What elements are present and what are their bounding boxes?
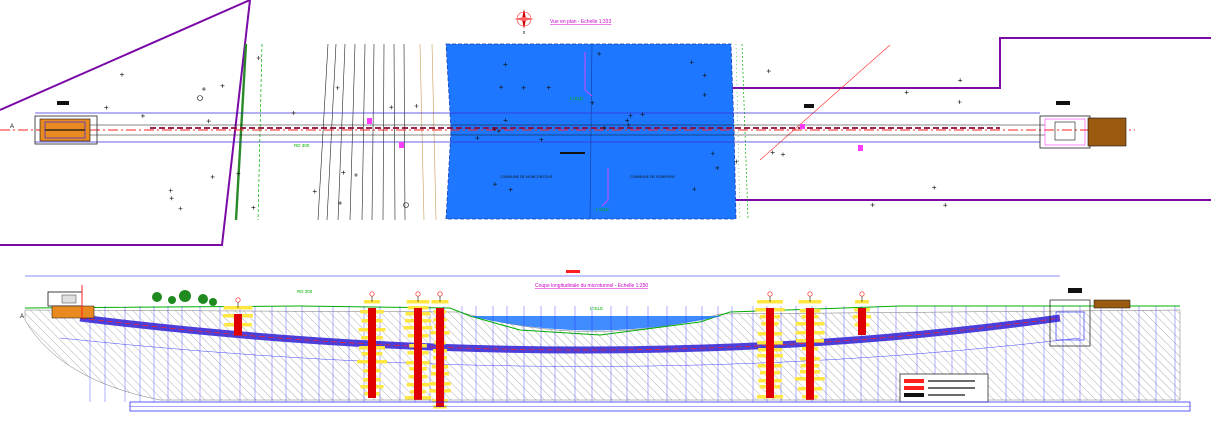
plan-river-label-upper: L'ISLE bbox=[570, 96, 583, 101]
survey-cross bbox=[602, 125, 607, 130]
exit-pit-plan bbox=[1039, 115, 1127, 149]
borehole bbox=[795, 291, 825, 400]
survey-cross bbox=[766, 69, 771, 74]
survey-cross bbox=[710, 151, 715, 156]
profile-section-marker: A bbox=[20, 314, 24, 320]
road-lines bbox=[317, 43, 437, 221]
survey-cross bbox=[353, 173, 358, 178]
survey-cross bbox=[389, 105, 394, 110]
diagonal-red-line bbox=[759, 44, 891, 161]
survey-cross bbox=[546, 85, 551, 90]
profile-title: Coupe longitudinale du microtunnel - Ech… bbox=[535, 283, 648, 289]
plan-section-marker: A bbox=[10, 124, 14, 130]
survey-cross bbox=[414, 104, 419, 109]
tree-icon bbox=[152, 290, 217, 306]
survey-cross bbox=[475, 136, 480, 141]
survey-cross bbox=[932, 185, 937, 190]
borehole bbox=[357, 291, 387, 398]
survey-cross bbox=[521, 85, 526, 90]
survey-cross bbox=[539, 137, 544, 142]
entry-pit-profile bbox=[47, 285, 95, 319]
bank-right-label: COMMUNE DE POMPIGNY bbox=[630, 175, 676, 179]
survey-cross bbox=[119, 72, 124, 77]
plan-title: Vue en plan - Echelle 1:333 bbox=[550, 19, 611, 25]
survey-cross bbox=[692, 187, 697, 192]
survey-cross bbox=[597, 51, 602, 56]
survey-cross bbox=[338, 201, 343, 206]
profile-road-label: RD 300 bbox=[297, 289, 313, 294]
survey-cross bbox=[689, 60, 694, 65]
survey-cross bbox=[958, 78, 963, 83]
plan-annotations bbox=[57, 95, 1070, 208]
survey-cross bbox=[169, 196, 174, 201]
survey-cross bbox=[210, 174, 215, 179]
survey-cross bbox=[781, 152, 786, 157]
bank-left-label: COMMUNE DE MONCONTOUR bbox=[500, 175, 553, 179]
survey-cross bbox=[702, 92, 707, 97]
green-bank bbox=[234, 43, 749, 221]
pipeline-plan bbox=[0, 112, 1135, 143]
plan-road-label: RD 300 bbox=[294, 143, 310, 148]
profile-river-label: L'ISLE bbox=[590, 306, 603, 311]
survey-cross bbox=[168, 188, 173, 193]
profile-scale-band bbox=[129, 401, 1191, 412]
survey-cross bbox=[943, 203, 948, 208]
survey-cross bbox=[220, 83, 225, 88]
survey-marks bbox=[104, 51, 963, 211]
entry-pit-plan bbox=[34, 115, 98, 145]
survey-cross bbox=[957, 99, 962, 104]
survey-cross bbox=[628, 113, 633, 118]
survey-cross bbox=[341, 170, 346, 175]
legend-box bbox=[899, 373, 989, 403]
survey-cross bbox=[201, 87, 206, 92]
river-profile bbox=[470, 316, 722, 331]
borehole bbox=[755, 291, 785, 399]
survey-cross bbox=[770, 150, 775, 155]
survey-cross bbox=[626, 123, 631, 128]
borehole bbox=[403, 291, 433, 400]
survey-cross bbox=[256, 56, 261, 61]
survey-cross bbox=[236, 171, 241, 176]
plan-view: x Vue en plan - Echelle 1:333 A RD 300 L… bbox=[0, 0, 1211, 246]
survey-cross bbox=[140, 113, 145, 118]
survey-cross bbox=[335, 85, 340, 90]
flow-arrow-lower bbox=[601, 168, 609, 207]
borehole bbox=[429, 291, 451, 409]
survey-cross bbox=[715, 165, 720, 170]
survey-cross bbox=[312, 189, 317, 194]
survey-cross bbox=[734, 159, 739, 164]
north-arrow-icon: x bbox=[514, 9, 534, 36]
profile-view: Coupe longitudinale du microtunnel - Ech… bbox=[20, 270, 1191, 412]
survey-cross bbox=[206, 119, 211, 124]
survey-cross bbox=[702, 73, 707, 78]
svg-text:x: x bbox=[523, 30, 526, 36]
survey-cross bbox=[496, 129, 501, 134]
survey-cross bbox=[492, 182, 497, 187]
survey-cross bbox=[904, 90, 909, 95]
borehole bbox=[223, 297, 253, 336]
survey-cross bbox=[640, 112, 645, 117]
survey-cross bbox=[104, 105, 109, 110]
river-center-line bbox=[589, 43, 593, 220]
survey-cross bbox=[508, 187, 513, 192]
survey-cross bbox=[503, 118, 508, 123]
survey-cross bbox=[291, 110, 296, 115]
tunnel-centerline bbox=[79, 317, 1061, 351]
ground-hatch bbox=[24, 309, 1181, 401]
survey-cross bbox=[178, 206, 183, 211]
boreholes bbox=[223, 291, 872, 409]
flow-arrow-upper bbox=[584, 52, 593, 97]
exit-pit-profile bbox=[1049, 288, 1131, 347]
plan-river-label-lower: L'ISLE bbox=[596, 207, 609, 212]
survey-cross bbox=[503, 62, 508, 67]
survey-cross bbox=[590, 100, 595, 105]
survey-cross bbox=[251, 205, 256, 210]
survey-cross bbox=[499, 85, 504, 90]
survey-cross bbox=[625, 118, 630, 123]
survey-cross bbox=[870, 202, 875, 207]
borehole bbox=[852, 291, 872, 335]
survey-cross bbox=[492, 127, 497, 132]
